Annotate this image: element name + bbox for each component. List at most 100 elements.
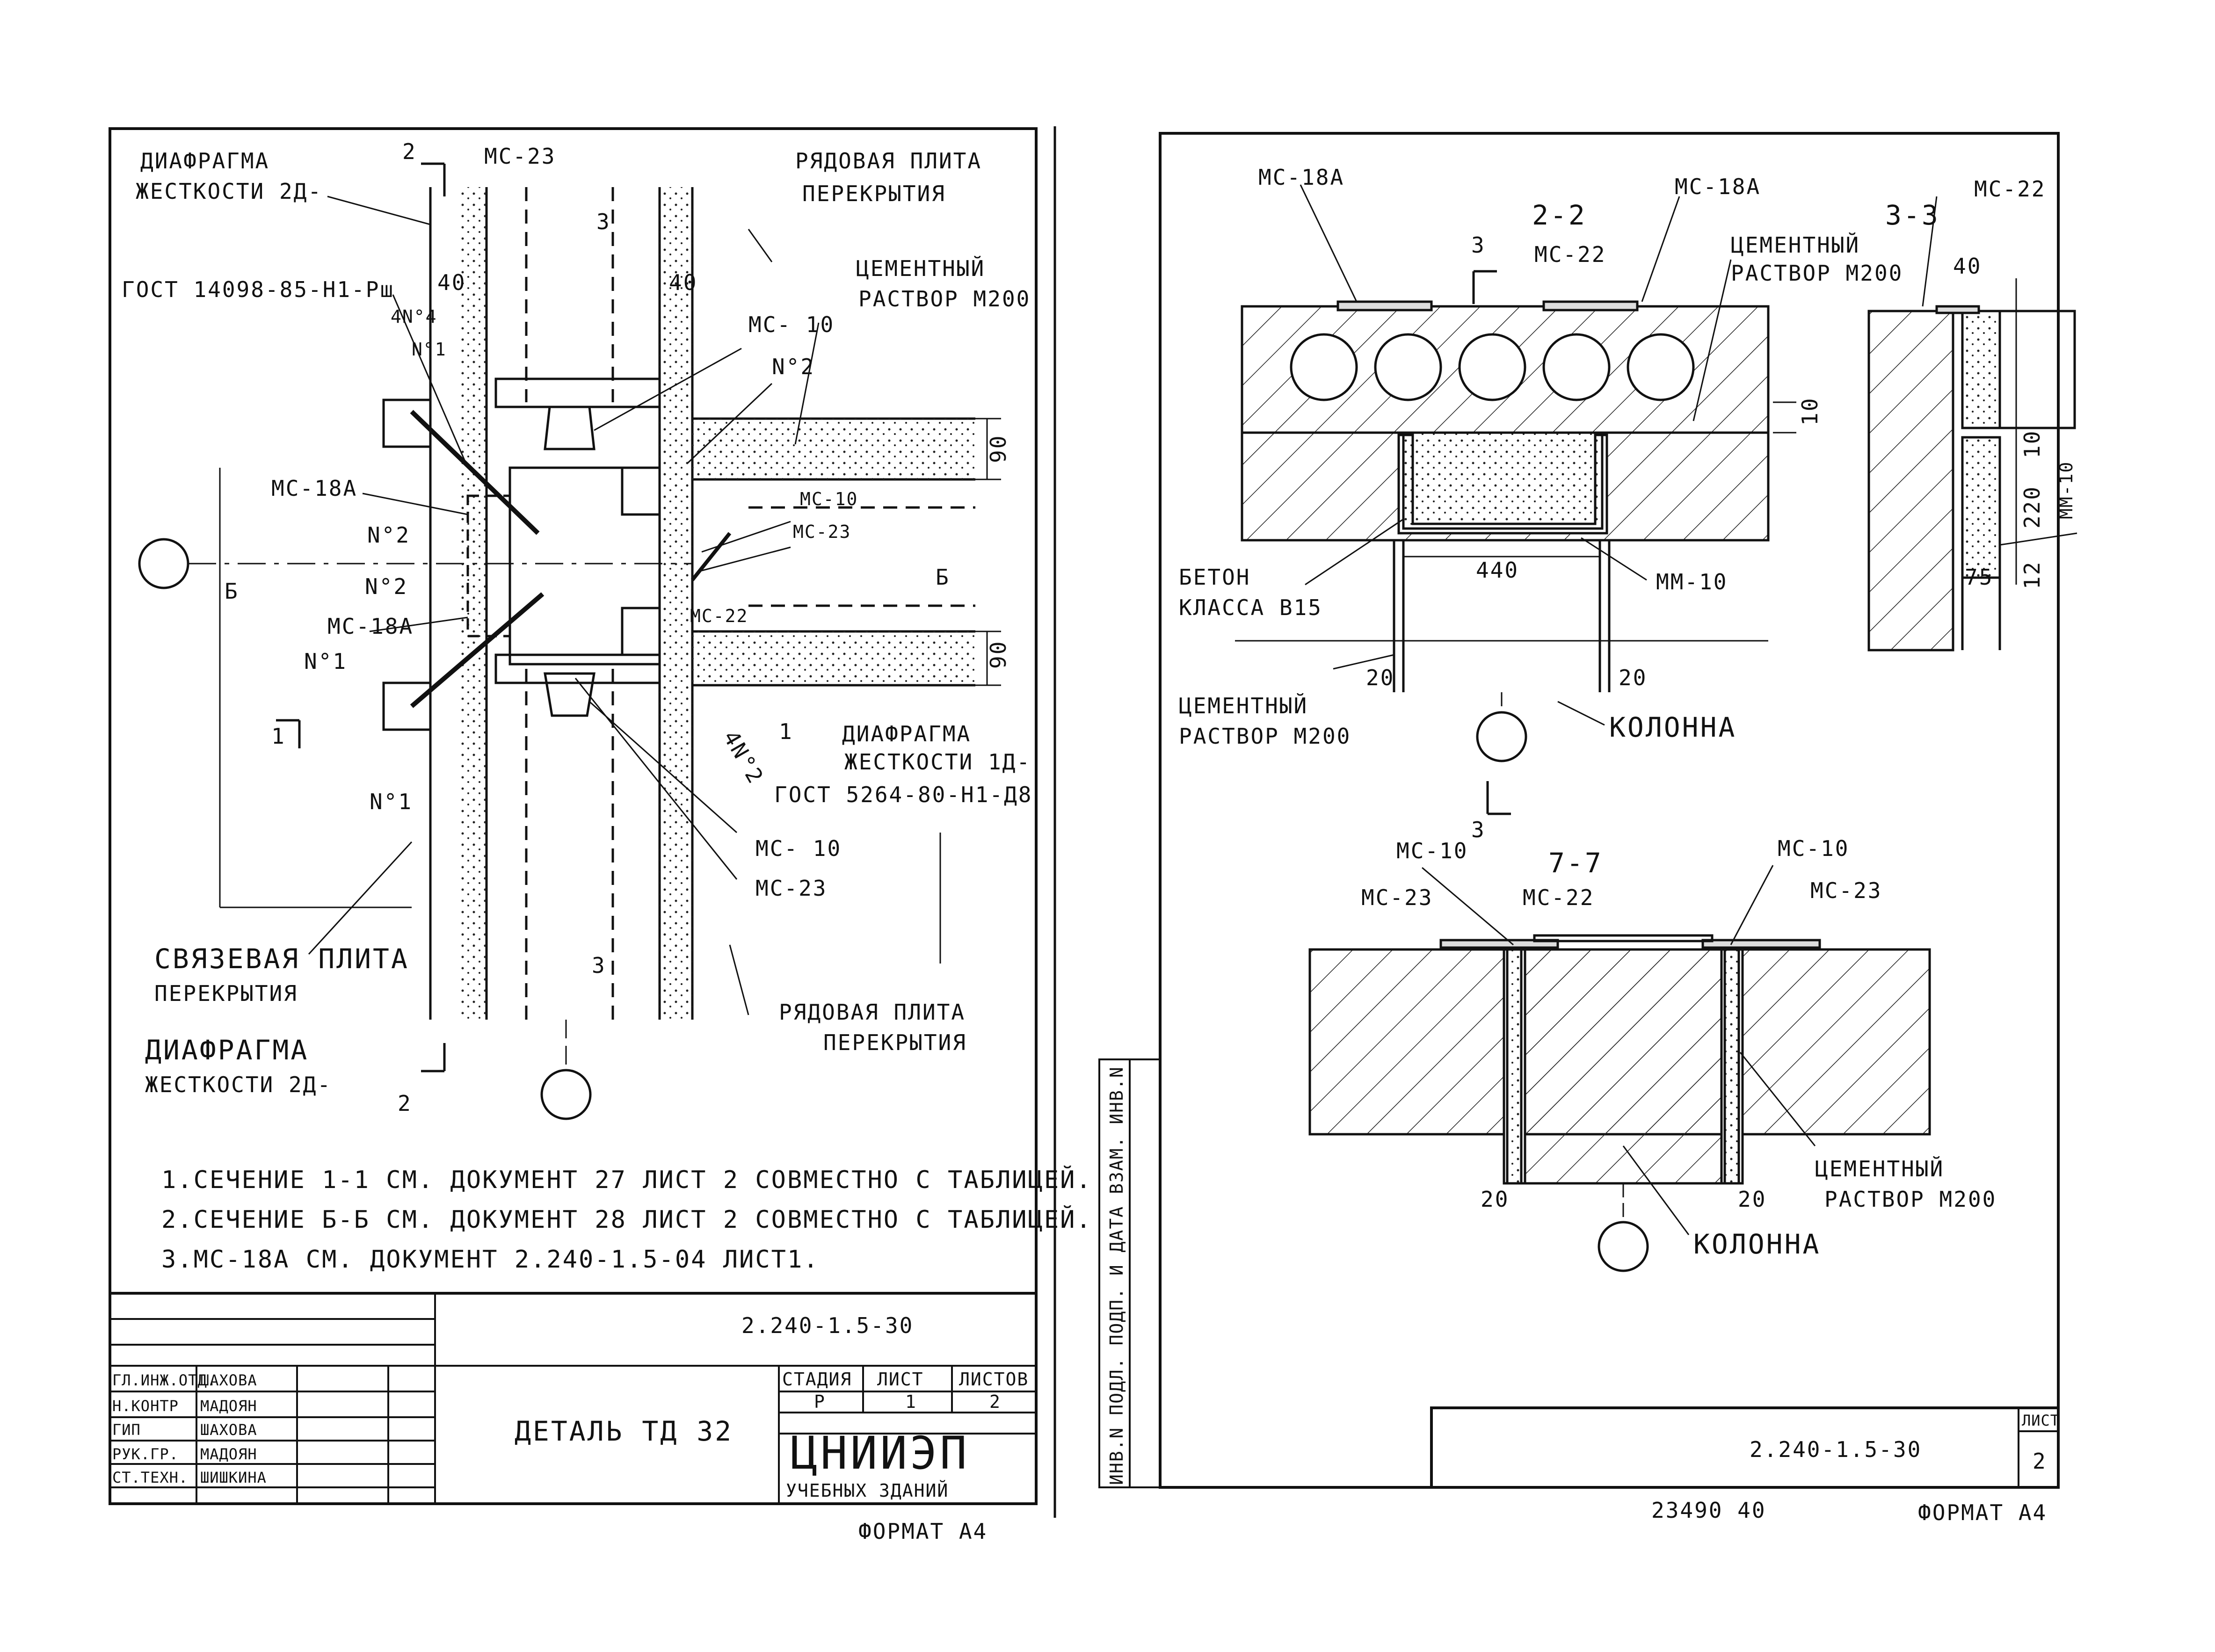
r-label-dim-10-b: 10 — [2019, 430, 2045, 458]
label-mc10-mid: МС-10 — [800, 489, 858, 509]
r-label-mc23-right: МС-23 — [1810, 878, 1882, 903]
right-labels: МС-18А 2-2 МС-18А 3 МС-22 ЦЕМЕНТНЫЙ РАСТ… — [1179, 165, 2077, 1260]
label-n2-mid: N°2 — [367, 522, 410, 548]
format-left: ФОРМАТ А4 — [858, 1519, 988, 1544]
label-diaphragm-2d-bottom: ДИАФРАГМА — [145, 1034, 309, 1066]
r-label-section-2-2: 2-2 — [1532, 199, 1587, 231]
r-label-mc23-left: МС-23 — [1361, 885, 1433, 910]
r-label-dim-20-left: 20 — [1366, 665, 1394, 690]
left-sheet: ДИАФРАГМА ЖЕСТКОСТИ 2Д- 2 МС-23 3 РЯДОВА… — [109, 127, 1092, 1544]
label-row-slab-top-2: ПЕРЕКРЫТИЯ — [802, 181, 946, 206]
label-mc23-top: МС-23 — [484, 144, 556, 169]
r-label-mc10-left: МС-10 — [1396, 838, 1468, 863]
right-sheet-value: 2 — [2033, 1449, 2047, 1474]
label-n2-4-lower: 4N°2 — [718, 726, 769, 789]
label-cement-top: ЦЕМЕНТНЫЙ — [856, 256, 985, 281]
label-cement-top-2: РАСТВОР М200 — [858, 286, 1031, 312]
staff-name-1: ШАХОВА — [200, 1371, 257, 1389]
org-logo: ЦНИИЭП — [791, 1427, 970, 1479]
label-row-slab-top: РЯДОВАЯ ПЛИТА — [795, 148, 982, 174]
stage-header: СТАДИЯ — [782, 1369, 852, 1390]
r-label-mc22-top: МС-22 — [1534, 242, 1606, 267]
r-label-cement-c-2: РАСТВОР М200 — [1824, 1187, 1997, 1212]
label-mc10-bottom: МС- 10 — [755, 836, 842, 861]
side-stamp-text: ИНВ.N ПОДЛ. ПОДП. И ДАТА ВЗАМ. ИНВ.N — [1106, 1066, 1127, 1485]
staff-name-3: ШАХОВА — [200, 1421, 257, 1439]
r-label-cement-c: ЦЕМЕНТНЫЙ — [1815, 1156, 1944, 1181]
label-diaphragm-2d-top-2: ЖЕСТКОСТИ 2Д- — [136, 179, 322, 204]
label-mc22-mid: МС-22 — [690, 606, 748, 626]
label-diaphragm-2d-bottom-2: ЖЕСТКОСТИ 2Д- — [145, 1072, 332, 1097]
r-label-section-7-7: 7-7 — [1548, 847, 1603, 879]
staff-name-2: МАДОЯН — [200, 1397, 257, 1415]
left-plan-drawing — [138, 162, 1001, 1120]
r-label-dim-440: 440 — [1476, 558, 1519, 583]
label-tie-slab-2: ПЕРЕКРЫТИЯ — [154, 981, 298, 1006]
sheet-header: ЛИСТ — [877, 1369, 924, 1390]
notes: 1.СЕЧЕНИЕ 1-1 СМ. ДОКУМЕНТ 27 ЛИСТ 2 СОВ… — [161, 1166, 1092, 1274]
side-stamp — [1098, 1058, 1161, 1488]
right-title-block — [1430, 1406, 2060, 1489]
right-sheet-header: ЛИСТ — [2022, 1412, 2060, 1429]
r-label-dim-20-b-left: 20 — [1481, 1187, 1509, 1212]
doc-code-right: 2.240-1.5-30 — [1750, 1437, 1922, 1462]
label-section-3-top: 3 — [596, 209, 611, 234]
staff-role-3: ГИП — [112, 1421, 141, 1439]
r-label-dim-40: 40 — [1953, 254, 1982, 279]
r-label-column-bottom: КОЛОННА — [1693, 1228, 1821, 1260]
staff-role-1: ГЛ.ИНЖ.ОТД. — [112, 1371, 217, 1389]
label-n1-bottom: N°1 — [370, 789, 413, 814]
label-mc18a-lower: МС-18А — [327, 614, 414, 639]
label-section-1-right: 1 — [779, 719, 793, 744]
label-section-1-left: 1 — [271, 724, 286, 749]
staff-name-4: МАДОЯН — [200, 1445, 257, 1463]
label-gost-5264: ГОСТ 5264-80-Н1-Д8 — [774, 782, 1033, 807]
label-section-2-bottom: 2 — [398, 1091, 412, 1116]
r-label-concrete: БЕТОН — [1179, 565, 1250, 590]
label-b-right: Б — [936, 565, 950, 590]
r-label-mc18a-right: МС-18А — [1675, 174, 1761, 199]
section-7-7-drawing — [1308, 865, 1931, 1272]
r-label-mc18a-left: МС-18А — [1258, 165, 1344, 190]
sheets-header: ЛИСТОВ — [959, 1369, 1029, 1390]
note-3: 3.МС-18А СМ. ДОКУМЕНТ 2.240-1.5-04 ЛИСТ1… — [161, 1246, 820, 1274]
r-label-dim-20-b-right: 20 — [1738, 1187, 1766, 1212]
r-label-dim-75: 75 — [1965, 565, 1993, 590]
label-row-slab-bottom: РЯДОВАЯ ПЛИТА — [779, 1000, 966, 1025]
staff-role-2: Н.КОНТР — [112, 1397, 179, 1415]
label-n2-top: N°2 — [772, 354, 815, 379]
staff-role-5: СТ.ТЕХН. — [112, 1469, 188, 1486]
label-section-2-top: 2 — [402, 139, 417, 164]
note-1: 1.СЕЧЕНИЕ 1-1 СМ. ДОКУМЕНТ 27 ЛИСТ 2 СОВ… — [161, 1166, 1092, 1194]
format-right: ФОРМАТ А4 — [1918, 1500, 2047, 1525]
r-label-dim-10-a: 10 — [1797, 397, 1823, 426]
label-dim-40-right: 40 — [669, 270, 697, 295]
label-dim-90-bottom: 90 — [986, 640, 1011, 669]
label-gost-14098: ГОСТ 14098-85-Н1-Рш — [122, 277, 394, 302]
label-mc23-mid: МС-23 — [793, 522, 851, 542]
section-2-2-drawing — [1235, 184, 1796, 815]
r-label-dim-220: 220 — [2019, 485, 2045, 529]
label-mc10-top: МС- 10 — [748, 312, 835, 337]
label-mc18a-left: МС-18А — [271, 476, 357, 501]
left-title-block — [109, 1292, 1038, 1505]
r-label-dim-12: 12 — [2019, 561, 2045, 589]
label-dim-90-top: 90 — [986, 435, 1011, 463]
left-plan-labels: ДИАФРАГМА ЖЕСТКОСТИ 2Д- 2 МС-23 3 РЯДОВА… — [122, 139, 1033, 1116]
staff-name-5: ШИШКИНА — [200, 1469, 267, 1486]
sheets-value: 2 — [989, 1391, 1001, 1412]
label-diaphragm-1d-2: ЖЕСТКОСТИ 1Д- — [844, 749, 1031, 775]
sheet-value: 1 — [905, 1391, 917, 1412]
r-label-mm10-right: ММ-10 — [2056, 461, 2077, 519]
r-label-cement-b: ЦЕМЕНТНЫЙ — [1179, 693, 1308, 718]
r-label-section-3-3: 3-3 — [1885, 199, 1940, 231]
doc-code-left: 2.240-1.5-30 — [741, 1313, 914, 1338]
section-3-3-drawing — [1867, 196, 2077, 652]
r-label-section-3-lower: 3 — [1471, 817, 1486, 842]
label-n2-lower: N°2 — [365, 574, 408, 599]
staff-role-4: РУК.ГР. — [112, 1445, 179, 1463]
r-label-mc22-mid: МС-22 — [1523, 885, 1594, 910]
right-sheet: МС-18А 2-2 МС-18А 3 МС-22 ЦЕМЕНТНЫЙ РАСТ… — [1098, 132, 2077, 1525]
r-label-cement-b-2: РАСТВОР М200 — [1179, 724, 1351, 749]
